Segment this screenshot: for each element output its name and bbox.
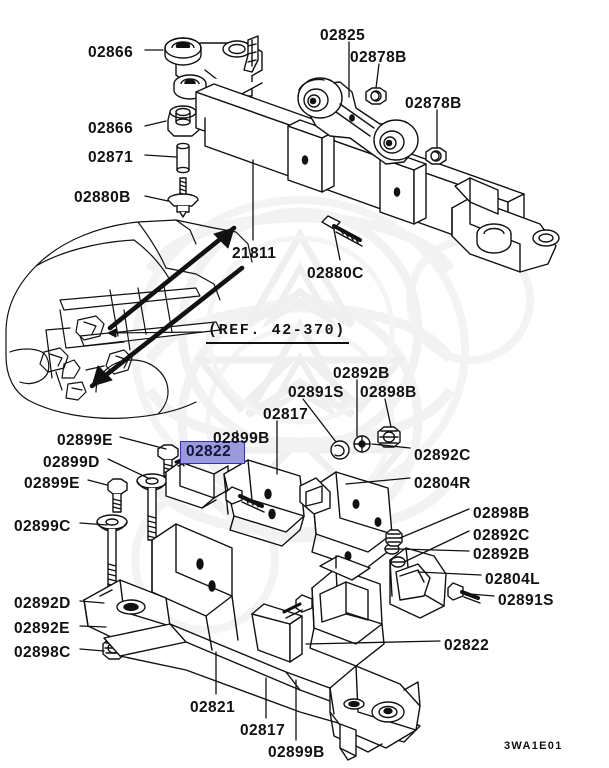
callout-02821[interactable]: 02821 [190, 699, 236, 716]
callout-02804r[interactable]: 02804R [414, 475, 471, 492]
callout-02892b[interactable]: 02892B [473, 546, 530, 563]
callout-02880c[interactable]: 02880C [307, 265, 364, 282]
nut-02892B [330, 440, 350, 460]
spacer-02871 [176, 142, 190, 174]
vehicle-body-reference-drawing [5, 219, 253, 419]
callout-02804l[interactable]: 02804L [485, 571, 540, 588]
callout-02891s[interactable]: 02891S [498, 592, 554, 609]
callout-02899e[interactable]: 02899E [24, 475, 80, 492]
washer-02899D [136, 473, 168, 491]
washer-02892C-right [390, 556, 406, 568]
callout-02899b[interactable]: 02899B [213, 430, 270, 447]
figure-code: 3WA1E01 [504, 740, 563, 752]
reference-note: (REF. 42-370) [208, 322, 346, 339]
callout-02892b[interactable]: 02892B [333, 365, 390, 382]
callout-02892e[interactable]: 02892E [14, 620, 70, 637]
callout-02898b[interactable]: 02898B [473, 505, 530, 522]
bushing-02866-upper [164, 37, 202, 59]
callout-02898c[interactable]: 02898C [14, 644, 71, 661]
callout-02878b[interactable]: 02878B [350, 49, 407, 66]
engine-mount-02822 [282, 555, 385, 667]
nut-02878B-upper [365, 87, 387, 105]
callout-02899c[interactable]: 02899C [14, 518, 71, 535]
bolt-02891S-center [225, 486, 265, 513]
callout-02866[interactable]: 02866 [88, 120, 134, 137]
callout-02891s[interactable]: 02891S [288, 384, 344, 401]
callout-02899e[interactable]: 02899E [57, 432, 113, 449]
callout-02898b[interactable]: 02898B [360, 384, 417, 401]
bolt-02891S-right [447, 582, 481, 604]
callout-02878b[interactable]: 02878B [405, 95, 462, 112]
callout-02822[interactable]: 02822 [444, 637, 490, 654]
highlighted-part-number-02822[interactable]: 02822 [180, 441, 245, 464]
callout-21811[interactable]: 21811 [232, 245, 277, 262]
leader-lines [79, 41, 495, 741]
nut-02898B-upper [377, 426, 401, 448]
washer-02892C-upper [353, 435, 371, 453]
bolt-02899E-lower [107, 478, 128, 513]
callout-02899d[interactable]: 02899D [43, 454, 100, 471]
callout-02892d[interactable]: 02892D [14, 595, 71, 612]
callout-02866[interactable]: 02866 [88, 44, 134, 61]
nut-02898B-right [385, 529, 403, 547]
callout-02899b[interactable]: 02899B [268, 744, 325, 761]
mount-bracket-02817-center [223, 459, 305, 547]
mount-lower-right-02899B [329, 665, 421, 761]
bolt-02880B [167, 177, 199, 218]
reference-note-underline [206, 342, 349, 344]
bolt-02880C [321, 215, 363, 247]
nut-02878B-lower [425, 147, 447, 165]
callout-02817[interactable]: 02817 [240, 722, 286, 739]
callout-02817[interactable]: 02817 [263, 406, 309, 423]
bolt-02899C-shaft [107, 528, 117, 589]
bushing-02866-lower [167, 105, 200, 137]
torque-rod-02825 [297, 77, 419, 165]
callout-02892c[interactable]: 02892C [414, 447, 471, 464]
callout-02892c[interactable]: 02892C [473, 527, 530, 544]
callout-02871[interactable]: 02871 [88, 149, 134, 166]
callout-02825[interactable]: 02825 [320, 27, 366, 44]
bolt-02899D-shaft [147, 487, 157, 541]
callout-02880b[interactable]: 02880B [74, 189, 131, 206]
mount-bracket-02804R [299, 471, 393, 571]
washer-02899C-head [96, 514, 128, 532]
reference-arrows [89, 225, 245, 389]
